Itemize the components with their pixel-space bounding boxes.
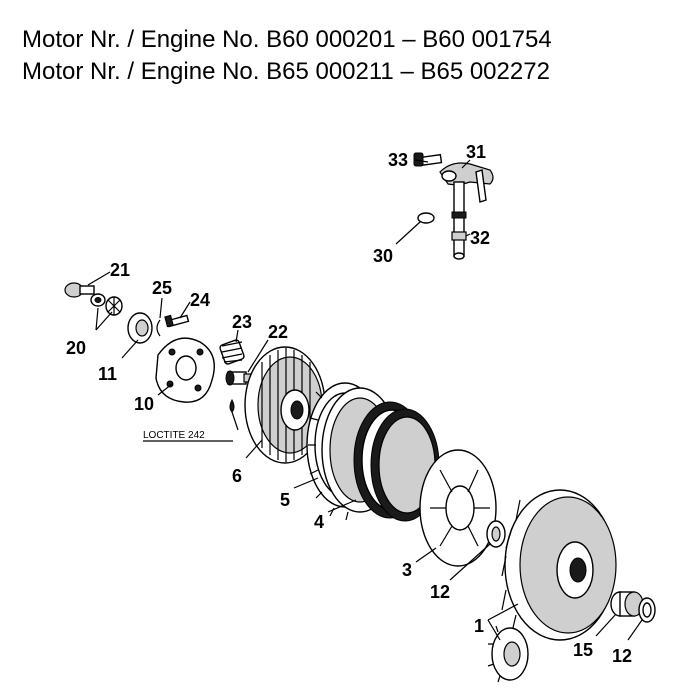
label-part-12-upper: 12 <box>430 582 450 602</box>
label-part-24: 24 <box>190 290 210 310</box>
loctite-note: LOCTITE 242 <box>143 430 205 441</box>
part-24-pin <box>164 314 190 328</box>
label-part-10: 10 <box>134 394 154 414</box>
part-25-circlip <box>156 319 161 337</box>
label-part-11: 11 <box>98 364 117 384</box>
part-33-screw <box>413 152 443 167</box>
label-part-3: 3 <box>402 560 412 580</box>
part-30-circlip <box>417 212 435 224</box>
part-10-pressure-plate <box>155 337 215 403</box>
label-part-32: 32 <box>470 228 490 248</box>
part-12-thrust-washer-lower <box>638 597 656 623</box>
part-3-thrust-plate <box>419 449 497 567</box>
label-part-1: 1 <box>474 616 484 636</box>
label-part-31: 31 <box>466 142 486 162</box>
label-part-25: 25 <box>152 278 172 298</box>
label-part-5: 5 <box>280 490 290 510</box>
part-23-clutch-spring <box>219 339 245 365</box>
label-part-20: 20 <box>66 338 86 358</box>
diagram-header: Motor Nr. / Engine No. B60 000201 – B60 … <box>22 24 692 88</box>
label-part-22: 22 <box>268 322 288 342</box>
label-part-23: 23 <box>232 312 252 332</box>
part-32-shift-shaft <box>451 181 467 260</box>
label-part-30: 30 <box>373 246 393 266</box>
part-20-washers <box>90 293 123 316</box>
leader-lines <box>87 159 643 641</box>
part-31-shift-lever <box>439 162 494 203</box>
part-11-spring-retainer <box>127 312 153 344</box>
part-15-bushing <box>610 591 644 617</box>
label-part-21: 21 <box>110 260 130 280</box>
part-12-thrust-washer-upper <box>486 520 506 548</box>
engine-range-line-2: Motor Nr. / Engine No. B65 000211 – B65 … <box>22 58 550 85</box>
part-1-primary-gear <box>487 625 529 683</box>
part-6-inner-clutch-hub <box>244 346 326 464</box>
label-part-15: 15 <box>573 640 593 660</box>
label-part-4: 4 <box>314 512 324 532</box>
label-part-33: 33 <box>388 150 408 170</box>
label-part-6: 6 <box>232 466 242 486</box>
loctite-drop <box>229 398 235 413</box>
engine-range-line-1: Motor Nr. / Engine No. B60 000201 – B60 … <box>22 26 552 53</box>
label-part-12-lower: 12 <box>612 646 632 666</box>
part-21-bolt <box>64 282 95 298</box>
part-1-outer-clutch-basket <box>501 489 617 641</box>
